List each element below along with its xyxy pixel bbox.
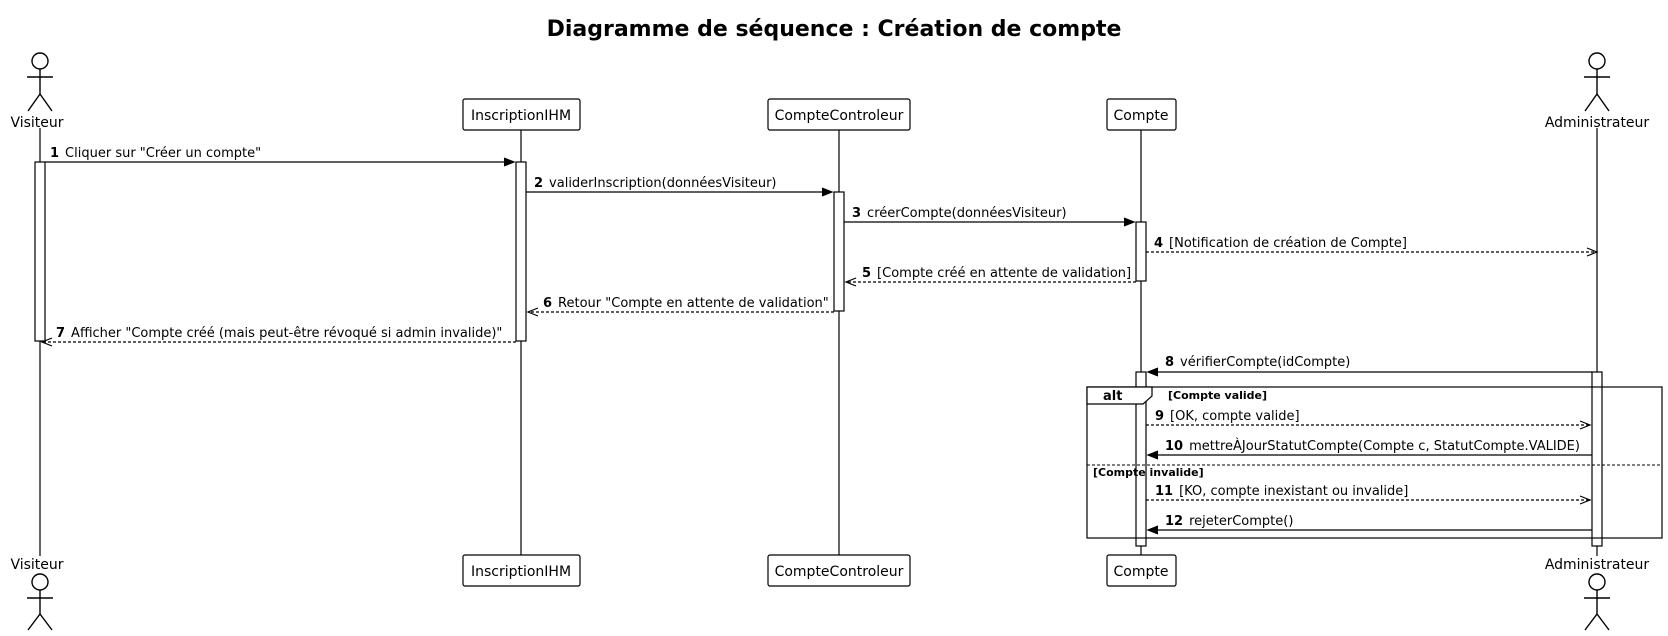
message-2: 2 validerInscription(donnéesVisiteur) [526,176,834,197]
message-4: 4 [Notification de création de Compte] [1146,236,1599,257]
activation-compte-2 [1135,371,1147,547]
activation-compte-1 [1135,221,1147,282]
participant-compte-top: Compte [1106,98,1177,131]
message-label: [OK, compte valide] [1170,409,1300,424]
message-number: 8 [1165,355,1174,370]
participant-ihm-bottom: InscriptionIHM [462,554,581,587]
message-label: Afficher "Compte créé (mais peut-être ré… [71,326,502,341]
svg-text:4[Notification de création de: 4 [Notification de création de Compte] [1154,236,1407,251]
actor-icon [27,52,53,112]
message-number: 11 [1155,484,1173,499]
participant-label: Visiteur [10,557,63,573]
message-number: 2 [534,176,543,191]
message-number: 10 [1165,439,1183,454]
participant-label: InscriptionIHM [471,108,571,124]
message-number: 6 [543,296,552,311]
activation-ihm [515,161,527,342]
participant-ctrl-top: CompteControleur [767,98,911,131]
message-label: vérifierCompte(idCompte) [1180,355,1350,370]
message-12: 12 rejeterCompte() [1146,514,1592,535]
message-label: Cliquer sur "Créer un compte" [65,146,261,161]
actor-admin-bottom: Administrateur [1545,557,1650,631]
message-8: 8 vérifierCompte(idCompte) [1146,355,1592,377]
message-number: 4 [1154,236,1163,251]
message-9: 9 [OK, compte valide] [1146,409,1592,430]
svg-text:5[Compte créé en attente de va: 5 [Compte créé en attente de validation] [862,266,1131,281]
activation-admin [1591,371,1603,547]
message-number: 12 [1165,514,1183,529]
message-label: [KO, compte inexistant ou invalide] [1179,484,1408,499]
message-11: 11 [KO, compte inexistant ou invalide] [1146,484,1592,505]
actor-visiteur-bottom: Visiteur [10,557,64,631]
actor-icon [1584,52,1610,112]
message-label: [Compte créé en attente de validation] [877,266,1131,281]
message-number: 7 [56,326,65,341]
fragment-guard-valid: [Compte valide] [1168,389,1267,402]
activation-visiteur [34,161,46,342]
message-label: rejeterCompte() [1189,514,1293,529]
actor-admin-top: Administrateur [1545,52,1650,131]
participant-ctrl-bottom: CompteControleur [767,554,911,587]
actor-visiteur-top: Visiteur [10,52,64,131]
fragment-operator: alt [1103,389,1122,404]
svg-text:9[OK, compte valide]: 9 [OK, compte valide] [1155,409,1300,424]
message-number: 9 [1155,409,1164,424]
participant-label: Administrateur [1545,115,1650,131]
message-label: mettreÀJourStatutCompte(Compte c, Statut… [1189,438,1580,454]
message-label: validerInscription(donnéesVisiteur) [549,176,776,191]
message-7: 7 Afficher "Compte créé (mais peut-être r… [40,326,516,347]
message-number: 5 [862,266,871,281]
message-10: 10 mettreÀJourStatutCompte(Compte c, Stat… [1146,438,1592,460]
message-label: Retour "Compte en attente de validation" [558,296,829,311]
message-6: 6 Retour "Compte en attente de validation… [526,296,834,317]
participant-label: CompteControleur [775,108,904,124]
participant-label: InscriptionIHM [471,564,571,580]
message-label: créerCompte(donnéesVisiteur) [867,206,1066,221]
message-label: [Notification de création de Compte] [1169,236,1407,251]
participant-compte-bottom: Compte [1106,554,1177,587]
participant-label: Visiteur [10,115,63,131]
svg-text:11[KO, compte inexistant ou in: 11 [KO, compte inexistant ou invalide] [1155,484,1408,499]
message-number: 3 [852,206,861,221]
activation-ctrl [833,191,845,312]
message-number: 1 [50,146,59,161]
participant-label: Compte [1114,564,1169,580]
diagram-title: Diagramme de séquence : Création de comp… [547,17,1122,42]
fragment-guard-invalid: [Compte invalide] [1093,466,1204,479]
participant-ihm-top: InscriptionIHM [462,98,581,131]
message-3: 3 créerCompte(donnéesVisiteur) [844,206,1136,227]
participant-label: Administrateur [1545,557,1650,573]
participant-label: CompteControleur [775,564,904,580]
actor-icon [27,573,53,631]
message-1: 1 Cliquer sur "Créer un compte" [45,146,516,167]
participant-label: Compte [1114,108,1169,124]
actor-icon [1584,573,1610,631]
message-5: 5 [Compte créé en attente de validation] [844,266,1136,287]
alt-fragment: alt [Compte valide] [Compte invalide] [1086,386,1663,539]
